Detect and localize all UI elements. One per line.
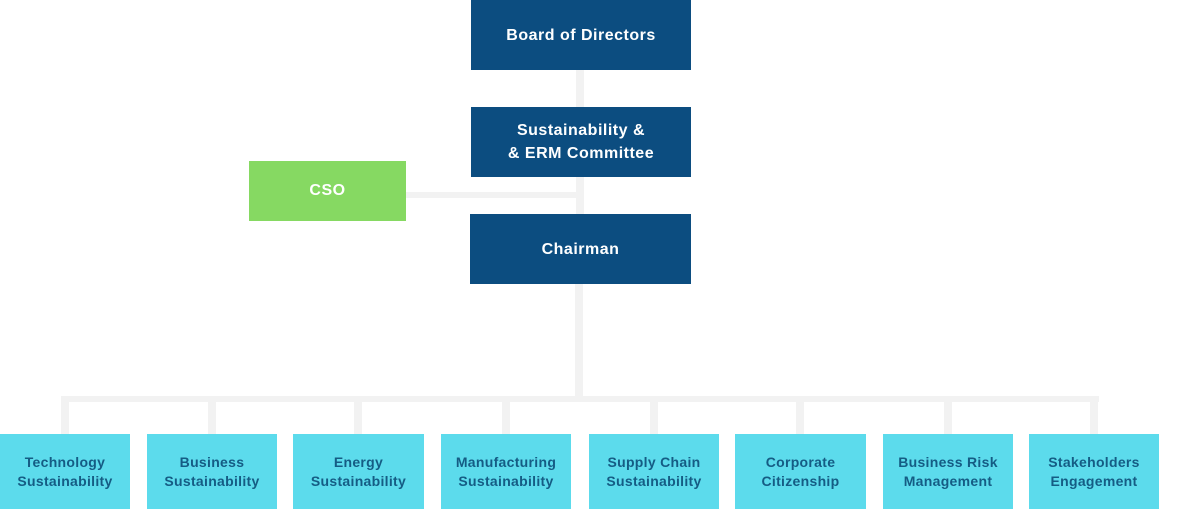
connector-stub: [502, 396, 510, 434]
node-chairman: Chairman: [470, 214, 691, 284]
connector-chairman-to-bus: [575, 283, 583, 402]
connector-stub: [650, 396, 658, 434]
node-business-risk-management: Business Risk Management: [883, 434, 1013, 509]
node-business-sustainability: Business Sustainability: [147, 434, 277, 509]
node-corporate-citizenship: Corporate Citizenship: [735, 434, 866, 509]
node-cso: CSO: [249, 161, 406, 221]
node-stakeholders-engagement: Stakeholders Engagement: [1029, 434, 1159, 509]
connector-horizontal-bus: [62, 396, 1099, 402]
connector-stub: [208, 396, 216, 434]
node-energy-sustainability: Energy Sustainability: [293, 434, 424, 509]
connector-board-to-committee: [576, 69, 584, 108]
connector-stub: [796, 396, 804, 434]
connector-stub: [61, 396, 69, 434]
node-supply-chain-sustainability: Supply Chain Sustainability: [589, 434, 719, 509]
node-sustainability-erm-committee: Sustainability & & ERM Committee: [471, 107, 691, 177]
connector-stub: [354, 396, 362, 434]
node-board-of-directors: Board of Directors: [471, 0, 691, 70]
connector-cso-branch: [406, 192, 584, 198]
connector-stub: [1090, 396, 1098, 434]
node-manufacturing-sustainability: Manufacturing Sustainability: [441, 434, 571, 509]
connector-stub: [944, 396, 952, 434]
node-technology-sustainability: Technology Sustainability: [0, 434, 130, 509]
